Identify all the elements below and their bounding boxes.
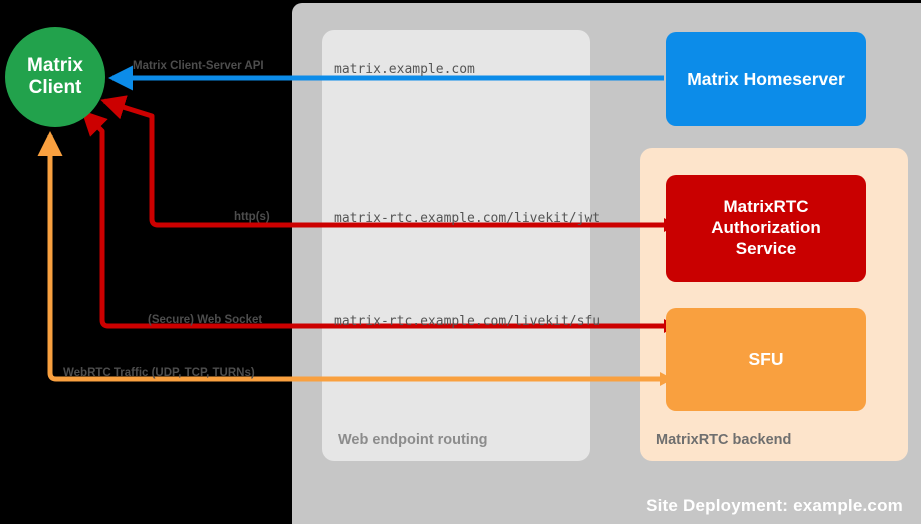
node-sfu[interactable]: SFU [666, 308, 866, 411]
matrix-client-label-line2: Client [28, 77, 82, 98]
edge-label-https: http(s) [234, 211, 270, 223]
node-matrix-client[interactable]: Matrix Client [5, 27, 105, 127]
edge-label-matrix-client-server-api: Matrix Client-Server API [133, 60, 264, 72]
edge-label-webrtc-traffic: WebRTC Traffic (UDP, TCP, TURNs) [63, 367, 255, 379]
url-label-livekit-jwt: matrix-rtc.example.com/livekit/jwt [334, 211, 601, 226]
node-matrix-homeserver[interactable]: Matrix Homeserver [666, 32, 866, 126]
web-endpoint-routing-container: Web endpoint routing [322, 30, 590, 461]
site-deployment-label: Site Deployment: example.com [646, 496, 903, 515]
url-label-matrix-example-com: matrix.example.com [334, 62, 475, 77]
web-endpoint-routing-label: Web endpoint routing [338, 432, 488, 448]
edge-label-websocket: (Secure) Web Socket [148, 314, 263, 326]
url-label-livekit-sfu: matrix-rtc.example.com/livekit/sfu [334, 314, 601, 329]
matrixrtc-backend-label: MatrixRTC backend [656, 432, 792, 448]
auth-service-label-line1: MatrixRTC [723, 197, 809, 217]
matrix-client-label-line1: Matrix [27, 55, 83, 77]
matrix-homeserver-label: Matrix Homeserver [687, 68, 845, 89]
node-matrixrtc-authorization-service[interactable]: MatrixRTC Authorization Service [666, 175, 866, 282]
auth-service-label-line2: Authorization [711, 218, 821, 238]
sfu-label: SFU [748, 349, 784, 369]
auth-service-label-line3: Service [735, 238, 797, 258]
